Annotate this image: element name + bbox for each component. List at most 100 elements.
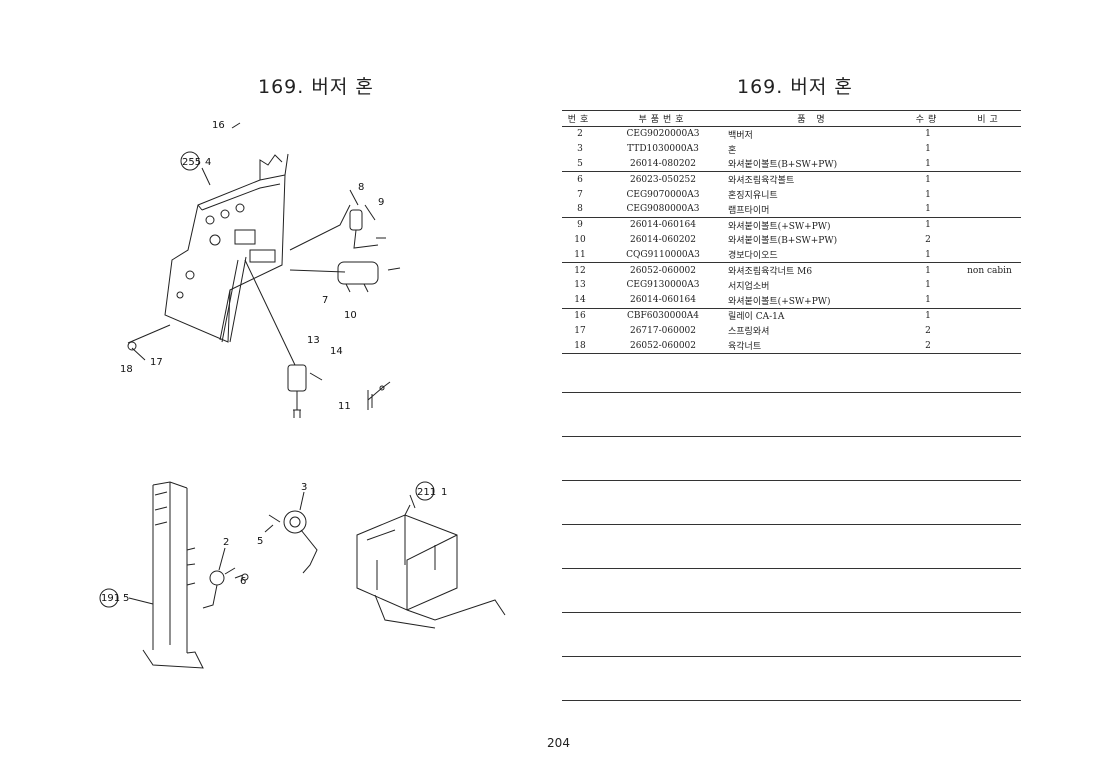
- cell-name: 릴레이 CA-1A: [728, 312, 785, 323]
- cell-qty: 1: [898, 292, 958, 309]
- cell-qty: 1: [925, 144, 931, 155]
- cell-part: CEG9130000A3: [626, 280, 700, 291]
- page-title-left: 169. 버저 혼: [258, 76, 374, 98]
- callout-255: 255: [182, 157, 201, 168]
- cell-part: TTD1030000A3: [627, 144, 699, 155]
- cell-name: 육각너트: [728, 338, 898, 354]
- cell-note: [958, 127, 1021, 142]
- callout-1: 1: [441, 487, 447, 498]
- horn-mount-diagram: 3 211 1 2 6 5 191 5: [99, 481, 506, 669]
- cell-part: 26717-060002: [629, 325, 697, 336]
- cell-qty: 1: [898, 201, 958, 218]
- cell-name: 와셔붙이볼트(B+SW+PW): [728, 236, 838, 247]
- cell-note: [958, 201, 1021, 218]
- cell-part: CBF6030000A4: [626, 310, 700, 321]
- callout-6: 6: [240, 576, 246, 587]
- cell-no: 16: [574, 310, 586, 321]
- cell-qty: 1: [925, 189, 931, 200]
- cell-note: [958, 338, 1021, 354]
- cell-note: [958, 292, 1021, 309]
- cell-note: [958, 233, 1021, 248]
- callout-8: 8: [358, 182, 364, 193]
- cell-note: [958, 323, 1021, 338]
- cell-no: 18: [562, 338, 598, 354]
- cell-name: 램프타이머: [728, 201, 898, 218]
- blank-row-line: [562, 656, 1021, 657]
- cell-note: [958, 187, 1021, 202]
- cell-no: 17: [574, 325, 586, 336]
- cell-qty: 2: [898, 338, 958, 354]
- cell-part: 26014-060202: [629, 234, 697, 245]
- blank-row-line: [562, 392, 1021, 393]
- cell-name: 와셔붙이볼트(+SW+PW): [728, 292, 898, 309]
- cell-note: [958, 156, 1021, 173]
- cell-name: 백버저: [728, 130, 753, 141]
- cell-name: 서지업소버: [728, 281, 770, 292]
- cell-note: [958, 308, 1021, 323]
- blank-row-line: [562, 612, 1021, 613]
- callout-3: 3: [301, 482, 307, 493]
- cell-no: 3: [577, 144, 583, 155]
- cell-note: [958, 172, 1021, 187]
- cell-no: 12: [574, 265, 586, 276]
- cell-no: 13: [574, 280, 586, 291]
- callout-4: 4: [205, 157, 211, 168]
- cell-name: 혼징지유니트: [728, 191, 778, 202]
- cell-qty: 1: [925, 174, 931, 185]
- cell-part: CEG9070000A3: [626, 189, 700, 200]
- header-part-name: 품 명: [728, 110, 898, 127]
- cell-qty: 1: [925, 280, 931, 291]
- blank-row-line: [562, 568, 1021, 569]
- cell-name: 와셔붙이볼트(+SW+PW): [728, 221, 831, 232]
- callout-2: 2: [223, 537, 229, 548]
- callout-5b: 5: [123, 593, 129, 604]
- callout-labels: 16 255 4 8 9 7 10 13 14 11 17 18: [120, 120, 384, 412]
- table-row: 7 CEG9070000A3 혼징지유니트 1: [562, 187, 1021, 202]
- cell-qty: 1: [898, 247, 958, 264]
- cell-part: 26052-060002: [598, 338, 728, 354]
- table-row: 13 CEG9130000A3 서지업소버 1: [562, 278, 1021, 293]
- cell-name: 혼: [728, 145, 737, 156]
- table-header-row: 번호 부품번호 품 명 수량 비고: [562, 110, 1021, 127]
- cell-qty: 1: [925, 265, 931, 276]
- cell-no: 7: [577, 189, 583, 200]
- callout-10: 10: [344, 310, 357, 321]
- header-number: 번호: [562, 110, 598, 127]
- page-title-right: 169. 버저 혼: [737, 76, 853, 98]
- blank-row-line: [562, 480, 1021, 481]
- cell-name: 와셔붙이볼트(B+SW+PW): [728, 156, 898, 173]
- cell-no: 5: [562, 156, 598, 173]
- callout-13: 13: [307, 335, 320, 346]
- cell-part: 26014-080202: [598, 156, 728, 173]
- buzzer-mount-diagram: 16 255 4 8 9 7 10 13 14 11 17 18: [120, 120, 401, 418]
- cell-note: [958, 217, 1021, 232]
- cell-no: 9: [577, 220, 583, 231]
- cell-qty: 2: [925, 234, 931, 245]
- callout-7: 7: [322, 295, 328, 306]
- callout-11: 11: [338, 401, 351, 412]
- cell-qty: 1: [925, 129, 931, 140]
- cell-part: 26014-060164: [629, 220, 697, 231]
- cell-note: [958, 247, 1021, 264]
- cell-qty: 1: [925, 220, 931, 231]
- callout-18: 18: [120, 364, 133, 375]
- table-row: 9 26014-060164 와셔붙이볼트(+SW+PW) 1: [562, 217, 1021, 232]
- blank-row-line: [562, 436, 1021, 437]
- cell-name: 와셔조림육각너트 M6: [728, 267, 813, 278]
- cell-note: non cabin: [967, 265, 1012, 276]
- cell-part: CEG9080000A3: [598, 201, 728, 218]
- header-quantity: 수량: [898, 110, 958, 127]
- cell-name: 스프링와셔: [728, 327, 770, 338]
- cell-name: 경보다이오드: [728, 247, 898, 264]
- cell-no: 11: [562, 247, 598, 264]
